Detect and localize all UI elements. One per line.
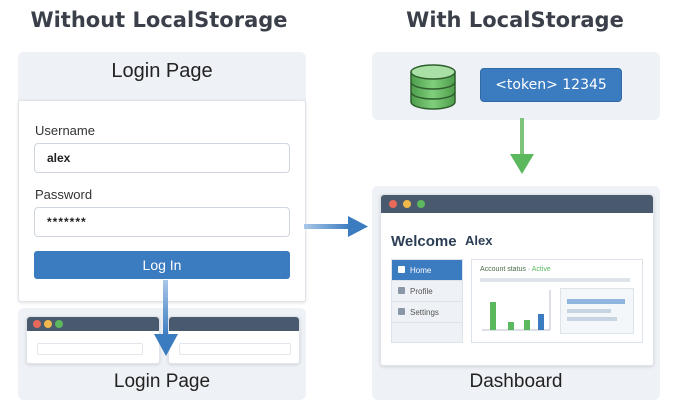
account-status-label: Account status · [480,266,532,273]
sidebar-item-settings[interactable]: Settings [392,302,462,323]
token-badge: <token> 12345 [480,68,622,102]
profile-icon [398,287,405,294]
divider [480,278,630,282]
sidebar-item-profile[interactable]: Profile [392,281,462,302]
window-title-bar [381,195,653,213]
username-input[interactable]: alex [34,143,290,173]
home-icon [398,266,405,273]
login-card-title: Login Page [111,60,213,82]
login-page-label: Login Page [113,371,211,392]
sidebar-item-label: Home [410,265,432,275]
mini-window-left [26,316,160,364]
bar [524,320,530,330]
maximize-dot[interactable] [417,200,425,208]
maximize-dot [55,320,63,328]
user-name: Alex [465,233,493,248]
window-title-bar [169,317,299,331]
placeholder-line [567,317,617,321]
window-title-bar [27,317,159,331]
arrow-down-icon [154,280,178,356]
bar [538,314,544,330]
bar [508,322,514,330]
mini-bar-chart [482,290,551,331]
settings-icon [398,308,405,315]
sidebar-item-label: Profile [410,286,433,296]
account-status-value: Active [531,266,551,273]
login-button[interactable]: Log In [34,251,290,279]
bar [490,302,496,330]
sidebar-item-home[interactable]: Home [392,260,462,281]
account-status: Account status · Active [480,266,551,273]
login-card: Username alex Password ******* Log In [18,100,306,302]
left-heading: Without LocalStorage [30,8,288,32]
dashboard-window: Welcome Alex Home Profile Settings Accou… [380,194,654,366]
mini-card [560,288,634,334]
close-dot[interactable] [389,200,397,208]
close-dot [33,320,41,328]
placeholder-field [179,343,291,355]
arrow-down-icon [510,118,534,174]
password-label: Password [35,187,93,202]
dashboard-label: Dashboard [469,371,563,392]
placeholder-line [567,299,625,304]
account-panel: Account status · Active [471,259,643,343]
username-label: Username [35,123,95,138]
minimize-dot [44,320,52,328]
placeholder-field [37,343,143,355]
sidebar-item-label: Settings [410,307,439,317]
mini-window-right [168,316,300,364]
password-input[interactable]: ******* [34,207,290,237]
arrow-right-icon [304,216,368,237]
sidebar: Home Profile Settings [391,259,463,343]
right-heading: With LocalStorage [406,8,624,32]
minimize-dot[interactable] [403,200,411,208]
welcome-text: Welcome [391,233,457,250]
placeholder-line [567,309,611,313]
database-icon [410,64,456,110]
